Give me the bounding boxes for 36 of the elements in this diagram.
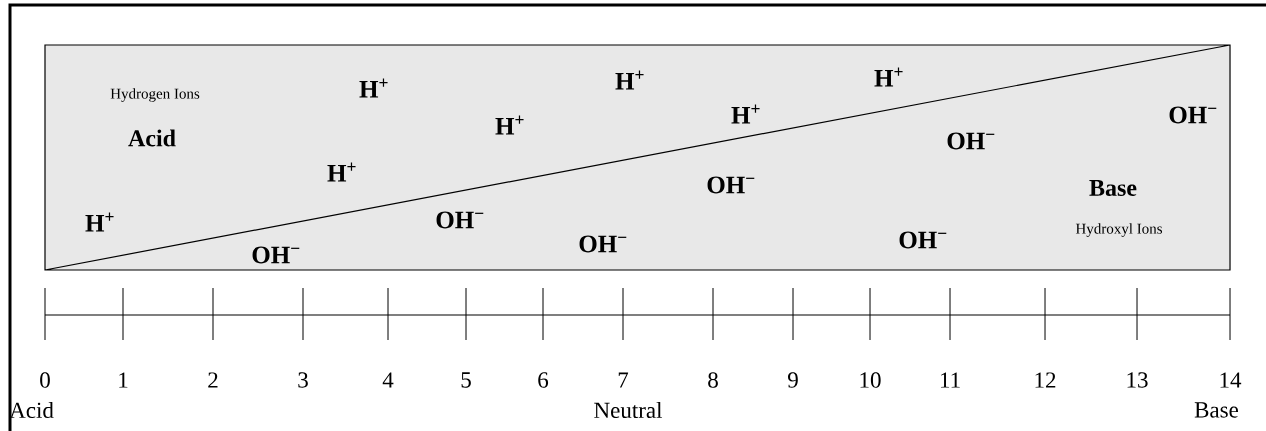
tick-label: 5: [461, 372, 471, 388]
tick-label: 7: [618, 372, 629, 388]
ion-label: H$^{+}$: [359, 78, 388, 98]
tick-label: 13: [1127, 372, 1148, 388]
ion-label: H$^{+}$: [731, 104, 760, 124]
tick-label: 1: [119, 372, 128, 388]
ion-label: OH$^{−}$: [252, 246, 300, 264]
scale-label: Acid: [9, 401, 54, 419]
tick-label: 2: [208, 372, 218, 388]
tick-label: 6: [538, 372, 549, 388]
ion-label: H$^{+}$: [327, 162, 356, 182]
region-label: Base: [1089, 180, 1137, 196]
tick-label: 12: [1035, 372, 1056, 388]
region-caption: Hydroxyl Ions: [1075, 223, 1162, 237]
ion-label: H$^{+}$: [874, 67, 903, 87]
scale-label: Base: [1194, 402, 1238, 418]
tick-label: 3: [298, 372, 308, 388]
ion-label: H$^{+}$: [85, 212, 114, 232]
tick-label: 9: [788, 372, 798, 388]
ion-label: OH$^{−}$: [436, 211, 484, 229]
tick-label: 0: [40, 372, 50, 388]
tick-label: 11: [940, 372, 960, 388]
ion-label: OH$^{−}$: [899, 231, 947, 249]
ion-label: OH$^{−}$: [579, 235, 627, 253]
ion-label: OH$^{−}$: [1169, 106, 1217, 124]
scale-label: Neutral: [594, 401, 663, 419]
tick-label: 10: [860, 372, 881, 388]
region-caption: Hydrogen Ions: [110, 88, 200, 102]
tick-label: 4: [382, 372, 394, 388]
ion-label: OH$^{−}$: [947, 132, 995, 150]
region-label: Acid: [128, 129, 176, 147]
tick-label: 14: [1220, 372, 1242, 388]
ion-label: H$^{+}$: [495, 115, 524, 135]
ion-label: H$^{+}$: [615, 70, 644, 90]
ion-label: OH$^{−}$: [707, 176, 755, 194]
tick-label: 8: [708, 372, 718, 388]
